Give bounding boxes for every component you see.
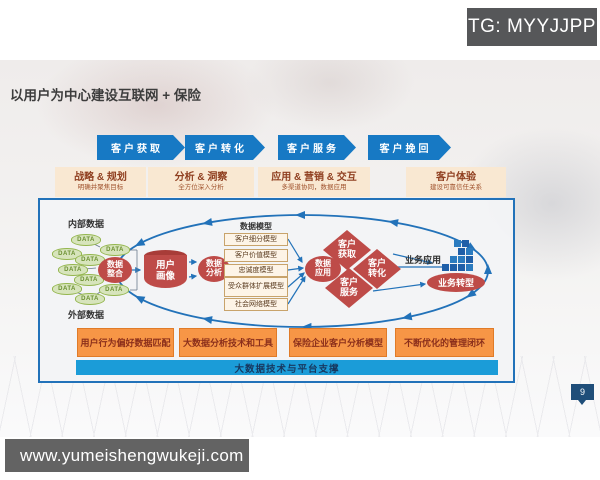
data-analysis-label: 数据分析	[206, 259, 222, 277]
stage-arrow-winback: 客户挽回	[368, 135, 451, 160]
stage-card-application: 应用 & 营销 & 交互 多渠道协同，数据应用	[258, 167, 370, 197]
slide-canvas: 以用户为中心建设互联网 + 保险 客户获取 客户转化 客户服务 客户挽回 战略 …	[0, 60, 600, 437]
platform-support-bar: 大数据技术与平台支撑	[76, 360, 498, 375]
stage-arrow-service: 客户服务	[278, 135, 356, 160]
foundation-box-closed-loop: 不断优化的管理闭环	[395, 328, 494, 357]
diagram-panel: 内部数据 外部数据 DATA DATA DATA DATA DATA DATA …	[38, 198, 515, 383]
model-header: 数据模型	[240, 222, 272, 231]
user-portrait-label: 用户画像	[155, 260, 175, 282]
tg-watermark-badge: TG: MYYJJPP	[467, 8, 597, 46]
data-integration-ellipse: 数据整合	[98, 257, 132, 283]
building-blocks-icon	[442, 240, 473, 271]
data-source-pill: DATA	[52, 283, 82, 295]
diamond-label: 客户服务	[339, 277, 358, 297]
card-title: 客户体验	[436, 172, 476, 184]
foundation-box-bigdata-tools: 大数据分析技术和工具	[179, 328, 277, 357]
external-data-label: 外部数据	[68, 310, 105, 320]
card-subtitle: 明确并聚焦目标	[77, 184, 124, 192]
card-title: 分析 & 洞察	[174, 172, 228, 184]
data-source-pill: DATA	[58, 264, 88, 276]
diamond-label: 客户转化	[367, 258, 386, 278]
data-source-pill: DATA	[100, 244, 130, 256]
card-subtitle: 全方位深入分析	[178, 184, 224, 192]
model-box-value: 客户价值模型	[224, 249, 288, 262]
data-source-pill: DATA	[75, 293, 105, 305]
business-transformation-ellipse: 业务转型	[427, 273, 485, 292]
internal-data-label: 内部数据	[68, 219, 105, 229]
card-title: 应用 & 营销 & 交互	[271, 172, 357, 184]
stage-card-strategy: 战略 & 规划 明确并聚焦目标	[55, 167, 146, 197]
cylinder-body	[144, 255, 187, 288]
stage-card-experience: 客户体验 建设可靠信任关系	[406, 167, 506, 197]
slide-title: 以用户为中心建设互联网 + 保险	[10, 88, 201, 103]
stage-arrow-convert: 客户转化	[185, 135, 265, 160]
business-application-label: 业务应用	[404, 255, 441, 265]
footer-url-badge: www.yumeishengwukeji.com	[5, 439, 249, 472]
data-integration-label: 数据整合	[107, 260, 123, 278]
stage-arrow-acquire: 客户获取	[97, 135, 185, 160]
page-number-tag: 9	[571, 384, 594, 405]
data-source-pill: DATA	[99, 284, 129, 296]
card-title: 战略 & 规划	[74, 172, 127, 184]
card-subtitle: 建设可靠信任关系	[430, 184, 482, 192]
foundation-box-insurance-model: 保险企业客户分析模型	[289, 328, 387, 357]
model-box-segmentation: 客户细分模型	[224, 233, 288, 246]
data-application-label: 数据应用	[315, 259, 331, 277]
user-portrait-cylinder: 用户画像	[144, 250, 187, 288]
foundation-box-preference: 用户行为偏好数据匹配	[77, 328, 174, 357]
diamond-label: 客户获取	[337, 239, 356, 259]
card-subtitle: 多渠道协同，数据应用	[281, 184, 347, 192]
data-application-ellipse: 数据应用	[305, 256, 341, 282]
model-box-loyalty: 忠诚度模型	[224, 264, 288, 277]
model-box-social: 社会网络模型	[224, 298, 288, 311]
stage-card-analysis: 分析 & 洞察 全方位深入分析	[148, 167, 254, 197]
model-box-audience: 受众群体扩展模型	[224, 277, 288, 297]
data-source-pill: DATA	[71, 234, 101, 246]
